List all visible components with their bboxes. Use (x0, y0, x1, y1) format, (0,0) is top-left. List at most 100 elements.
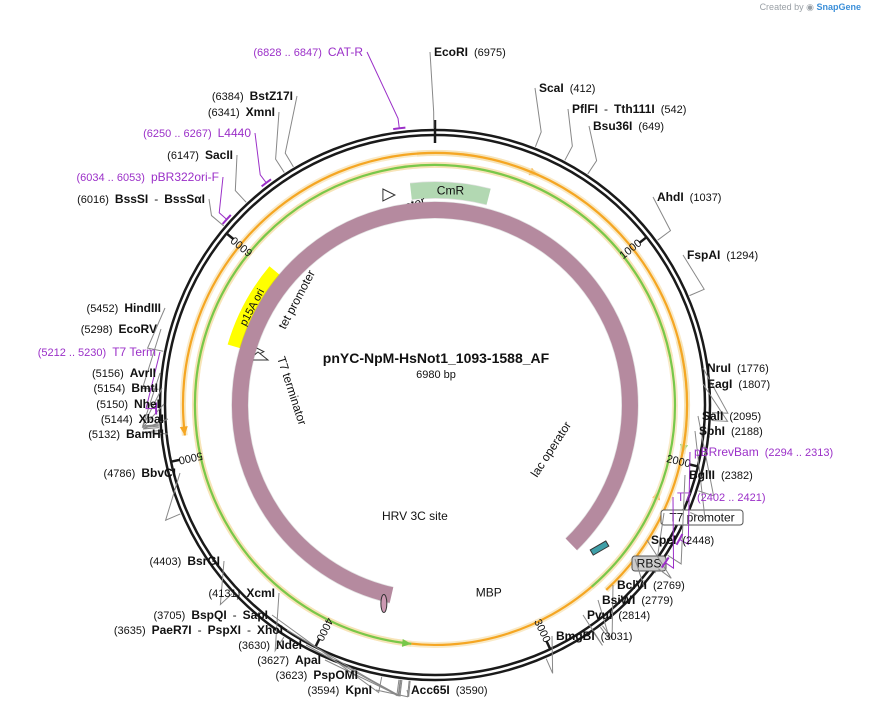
site-position: (5156) (92, 368, 124, 380)
site-label-nrui: NruI(1776) (707, 361, 769, 375)
site-name2: PspXI (208, 623, 241, 637)
site-label-bsssi: (6016)BssSI-BssSαI (77, 192, 205, 206)
tick-mark (170, 458, 181, 463)
site-label-bstz17i: (6384)BstZ17I (212, 89, 293, 103)
site-name: EagI (707, 377, 732, 391)
feature-mbp-shadow (231, 201, 639, 604)
tick-label: 4000 (313, 616, 335, 643)
site-label-sphi: SphI(2188) (699, 424, 763, 438)
feature-lac-operator-label: lac operator (528, 419, 574, 480)
site-position: (1807) (738, 379, 770, 391)
site-leader-bsssi (208, 198, 225, 227)
site-position: (5298) (81, 324, 113, 336)
primer-label-pbrrevbam: pBRrevBam(2294 .. 2313) (694, 445, 833, 459)
site-position: (3623) (276, 670, 308, 682)
site-name2: Tth111I (614, 102, 655, 116)
site-position: (6016) (77, 194, 109, 206)
site-name: BsiWI (602, 593, 635, 607)
site-leader-hindiii (146, 307, 166, 352)
site-label-bglii: BglII(2382) (689, 468, 753, 482)
primer-leader-pbrrevbam (679, 451, 691, 546)
tick-label: 5000 (177, 449, 203, 466)
site-label-avrii: (5156)AvrII (92, 366, 156, 380)
snapgene-brand: SnapGene (816, 2, 861, 12)
site-leader-bglii (667, 474, 686, 565)
primer-label-cat-r: (6828 .. 6847)CAT-R (253, 45, 363, 59)
site-sep: - (198, 623, 202, 637)
feature-cmr-shadow (409, 181, 491, 206)
site-label-sacii: (6147)SacII (167, 148, 233, 162)
site-label-kpni: (3594)KpnI (308, 683, 372, 697)
site-name: BstZ17I (250, 89, 293, 103)
primer-name: L4440 (218, 126, 252, 140)
site-leader-bbvci (164, 472, 181, 522)
site-label-bclvi: BclVI (2769) (617, 578, 685, 592)
site-label-sali: SalI(2095) (702, 409, 761, 423)
site-position: (1294) (726, 250, 758, 262)
primer-range: (6034 .. 6053) (76, 172, 145, 184)
site-position: (5150) (96, 399, 128, 411)
site-name: BsrGI (187, 554, 220, 568)
site-leader-bamhi (143, 430, 169, 435)
site-leader-xmni (275, 111, 285, 173)
tick-mark (225, 232, 235, 241)
site-name: BclVI (617, 578, 647, 592)
feature-rbs-label: RBS (637, 557, 662, 571)
site-sep: - (604, 102, 608, 116)
site-name: BmgBI (556, 629, 595, 643)
feature-mbp-label: MBP (476, 585, 502, 599)
site-label-bspqi: (3705)BspQI-SapI (154, 608, 268, 622)
site-name: XbaI (139, 412, 164, 426)
primer-mark-cat-r (393, 126, 406, 131)
site-leader-xcmi (274, 592, 285, 653)
site-position: (2779) (641, 595, 673, 607)
site-position: (3705) (154, 610, 186, 622)
primer-name: CAT-R (328, 45, 363, 59)
site-leader-paer7i (286, 629, 400, 697)
site-name: SalI (702, 409, 723, 423)
site-name: BspQI (191, 608, 226, 622)
site-position: (5144) (101, 414, 133, 426)
site-label-scai: ScaI(412) (539, 81, 595, 95)
plasmid-name: pnYC-NpM-HsNot1_1093-1588_AF (323, 350, 550, 366)
site-sep: - (154, 192, 158, 206)
site-leader-sacii (234, 154, 247, 203)
site-leader-sali (697, 415, 715, 497)
site-label-ecori: EcoRI(6975) (434, 45, 506, 59)
primer-mark-t7 (660, 556, 670, 569)
feature-mbp-body (231, 202, 638, 603)
primer-leader-t7-term (145, 351, 161, 410)
site-position: (4786) (104, 468, 136, 480)
site-position: (3635) (114, 625, 146, 637)
site-label-bsiwi: BsiWI (2779) (602, 593, 673, 607)
site-leader-ahdi (652, 196, 672, 241)
site-label-pvui: PvuI(2814) (587, 608, 650, 622)
feature-cmr-body (410, 182, 491, 205)
snapgene-watermark: Created by ◉ SnapGene (760, 2, 861, 13)
primer-leader-t7 (664, 496, 675, 570)
site-position: (2382) (721, 470, 753, 482)
primer-label-t7: T7(2402 .. 2421) (677, 490, 766, 504)
site-label-ecorv: (5298)EcoRV (81, 322, 157, 336)
primer-label-t7-term: (5212 .. 5230)T7 Term (38, 345, 156, 359)
site-name: SphI (699, 424, 725, 438)
site-leader-pflfi (564, 108, 573, 161)
feature-p15a-ori-body (227, 266, 282, 350)
site-label-pflfi: PflFI-Tth111I(542) (572, 102, 686, 116)
site-position: (2769) (653, 580, 685, 592)
site-leader-bsrgi (219, 560, 233, 606)
site-name: ScaI (539, 81, 564, 95)
site-position: (5452) (87, 303, 119, 315)
primer-label-l4440: (6250 .. 6267)L4440 (143, 126, 251, 140)
site-name: NheI (134, 397, 160, 411)
site-position: (4131) (209, 588, 241, 600)
site-position: (3031) (601, 631, 633, 643)
site-name: SacII (205, 148, 233, 162)
site-leader-ecori (429, 51, 435, 129)
site-name: Bsu36I (593, 119, 632, 133)
site-leader-scai (534, 87, 542, 148)
site-label-apai: (3627)ApaI (257, 653, 321, 667)
site-sep: - (247, 623, 251, 637)
site-label-spei: SpeI(2448) (651, 533, 714, 547)
site-label-hindiii: (5452)HindIII (87, 301, 161, 315)
